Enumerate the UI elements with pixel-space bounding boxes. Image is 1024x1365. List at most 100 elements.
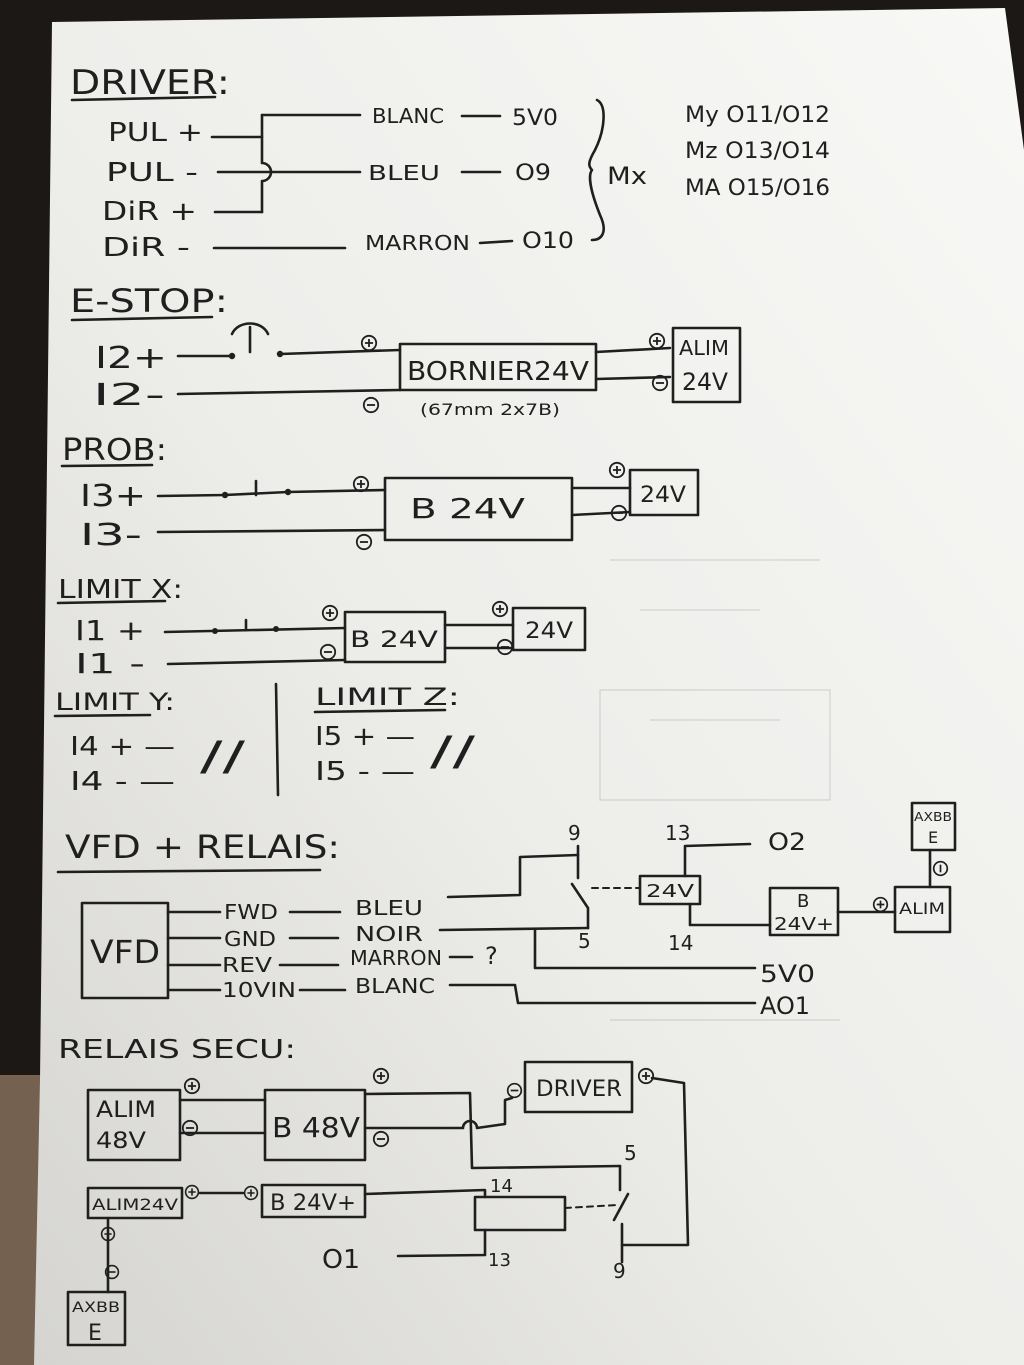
power-supply-box [893,885,952,934]
probe-section: PROB: I3+ I3- B 24V 24V [60,433,700,553]
wire [620,1076,690,1247]
axbb-label: E [928,828,938,847]
driver-label: DRIVER [536,1077,622,1102]
wire [448,983,757,1005]
relay-coil-box [473,1195,567,1232]
wire [163,626,347,634]
output-label: AO1 [760,992,810,1020]
wire [166,910,222,992]
signal-label: O9 [515,161,551,186]
signal-label: 5V0 [512,106,558,131]
wire [688,902,772,927]
wire [363,1091,622,1170]
power-supply-label: ALIM [96,1098,156,1123]
brace [588,98,605,242]
relay-switch-icon [570,844,590,930]
axbb-label: AXBB [72,1300,120,1316]
terminal-block-label: B 24V+ [270,1191,356,1216]
terminal-block-label: B 24V [410,492,525,525]
title-underline [70,95,217,102]
wire [363,1096,514,1130]
title-underline [56,868,322,874]
vfd-relay-section: VFD + RELAIS: VFD FWD GND REV 10VIN BLEU… [56,801,957,1020]
relay-pin-label: 13 [488,1250,511,1271]
wire-color-label: BLANC [355,974,435,998]
vfd-pin-label: 10VIN [222,978,296,1002]
terminal-block-label: B [797,891,809,912]
wire-color-label: NOIR [355,922,423,946]
contact-dot [228,352,236,360]
relay-contact-label: 5 [578,929,591,953]
wire [396,1228,487,1258]
wire [683,842,752,878]
input-label: I1 - [75,647,145,680]
motor-output-label: Mz O13/O14 [685,139,830,164]
power-supply-voltage: 24V [682,368,729,396]
relay-pin-label: 14 [490,1176,513,1197]
power-supply-box [511,606,587,652]
emergency-stop-button-icon [230,322,270,354]
input-label: I2- [93,378,165,413]
wire-color-label: BLEU [368,161,440,185]
terminal-block-label: B 48V [272,1111,360,1144]
safety-relay-section: RELAIS SECU: ALIM 48V B 48V DRIVER 5 9 A… [58,1035,690,1347]
motor-output-label: My O11/O12 [685,103,830,128]
wire [156,528,387,534]
terminal-block-label: BORNIER24V [407,357,589,387]
contact-dot [273,626,279,632]
title-underline [56,599,167,605]
wire [176,388,402,396]
terminal-block-box [260,1183,367,1219]
power-supply-box [671,326,742,404]
vfd-box [80,901,170,1000]
show-through-marks [599,559,840,1021]
terminal-block-voltage: 24V+ [774,914,834,935]
input-label: I3- [80,518,142,553]
limit-z-section: LIMIT Z: I5 + — I5 - — // [313,683,476,787]
power-supply-label: ALIM [679,336,729,360]
same-as-mark: // [200,734,246,780]
contact-dot [212,628,218,634]
section-title: E-STOP: [70,282,228,320]
motor-label: Mx [607,162,647,190]
section-title: LIMIT Y: [55,688,175,716]
input-label: I2+ [95,341,167,376]
mechanical-link [564,1204,619,1209]
dash-line [478,239,514,245]
relay-pin-label: 13 [665,821,690,845]
wire [446,853,580,899]
wire [594,375,672,381]
input-label: I4 + — [70,732,175,762]
title-underline [53,713,152,718]
power-supply-box [628,468,700,517]
output-label: O2 [768,828,806,856]
title-underline [313,708,447,714]
power-supply-box [86,1186,184,1220]
column-divider [274,682,280,797]
vfd-pin-label: FWD [224,900,278,924]
power-supply-box [86,1088,182,1162]
driver-box [523,1060,634,1114]
estop-section: E-STOP: I2+ I2- BORNIER24V (67mm 2x7B) A… [70,282,742,419]
output-label: 5V0 [760,960,815,988]
wire [166,658,347,666]
input-label: I1 + [75,614,145,647]
terminal-block-box [343,610,447,664]
signal-label: O10 [522,229,574,254]
power-supply-voltage: 24V [640,483,686,508]
wire-color-label: BLEU [355,896,423,920]
wire [438,926,590,932]
pin-label: DiR + [102,197,197,227]
unknown-mark: ? [485,942,498,970]
relay-coil-label: 24V [646,881,695,902]
wire [533,927,757,970]
limit-x-section: LIMIT X: I1 + I1 - B 24V 24V [56,575,587,680]
switch-contact-label: 5 [624,1141,637,1165]
input-label: I4 - — [70,767,175,797]
same-as-mark: // [430,729,476,775]
wire [278,348,402,356]
pin-label: DiR - [102,233,190,263]
motor-output-label: MA O15/O16 [685,176,830,201]
axbb-label: AXBB [914,810,952,824]
axbb-box [66,1290,127,1347]
